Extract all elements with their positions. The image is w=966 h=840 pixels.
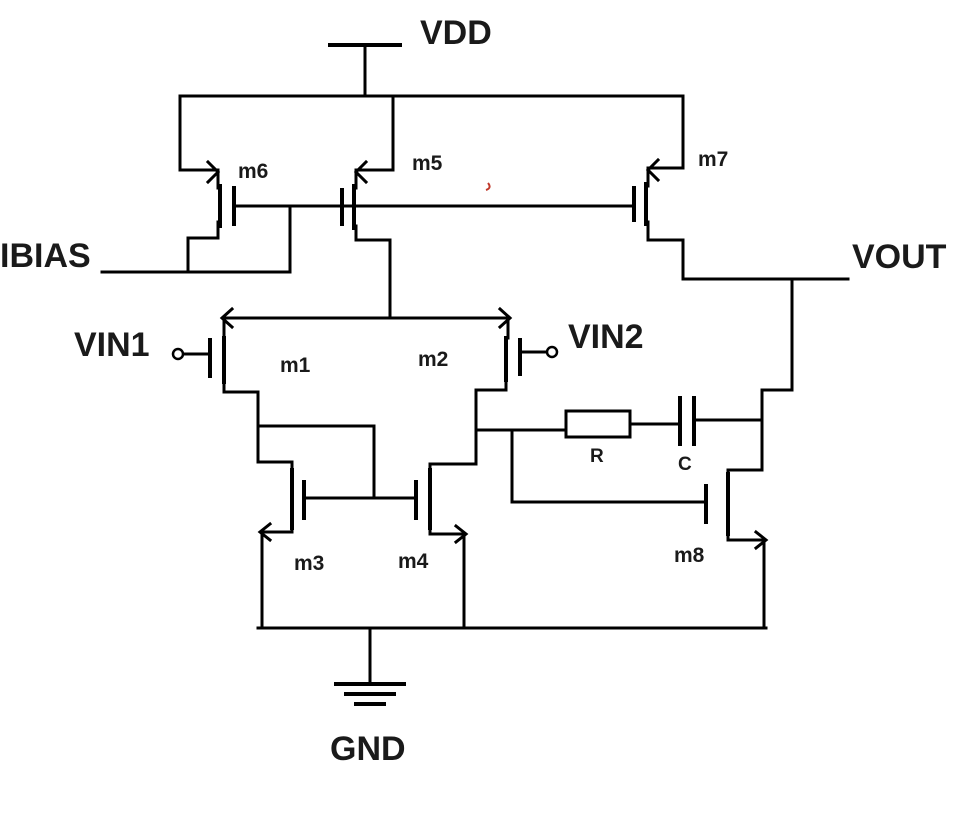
capacitor-c xyxy=(678,396,696,446)
pmos-m6 xyxy=(178,94,347,274)
ibias-label: IBIAS xyxy=(0,237,91,275)
resistor-label: R xyxy=(590,446,604,467)
pmos-m2 xyxy=(474,316,559,466)
vdd-symbol xyxy=(328,43,402,98)
nmos-m3 xyxy=(256,424,418,630)
m4-label: m4 xyxy=(398,550,429,573)
tail-node xyxy=(219,306,513,330)
vin2-label: VIN2 xyxy=(568,318,644,356)
resistor-r xyxy=(564,409,632,439)
nmos-m4 xyxy=(414,462,478,630)
nmos-m8 xyxy=(704,277,794,630)
stage1-output-node xyxy=(474,428,708,504)
m8-label: m8 xyxy=(674,544,705,567)
vdd-label: VDD xyxy=(420,14,492,52)
capacitor-label: C xyxy=(678,454,692,475)
gnd-label: GND xyxy=(330,730,406,768)
m5-label: m5 xyxy=(412,152,443,175)
pmos-m1 xyxy=(171,316,260,464)
m2-label: m2 xyxy=(418,348,448,371)
m3-label: m3 xyxy=(294,552,324,575)
ground-symbol xyxy=(334,626,406,706)
vout-label: VOUT xyxy=(852,238,947,276)
m1-label: m1 xyxy=(280,354,311,377)
m7-label: m7 xyxy=(698,148,728,171)
pmos-m7 xyxy=(632,94,850,281)
stray-mark xyxy=(485,182,491,191)
vin1-label: VIN1 xyxy=(74,326,150,364)
pmos-m5 xyxy=(340,94,395,320)
m6-label: m6 xyxy=(238,160,268,183)
